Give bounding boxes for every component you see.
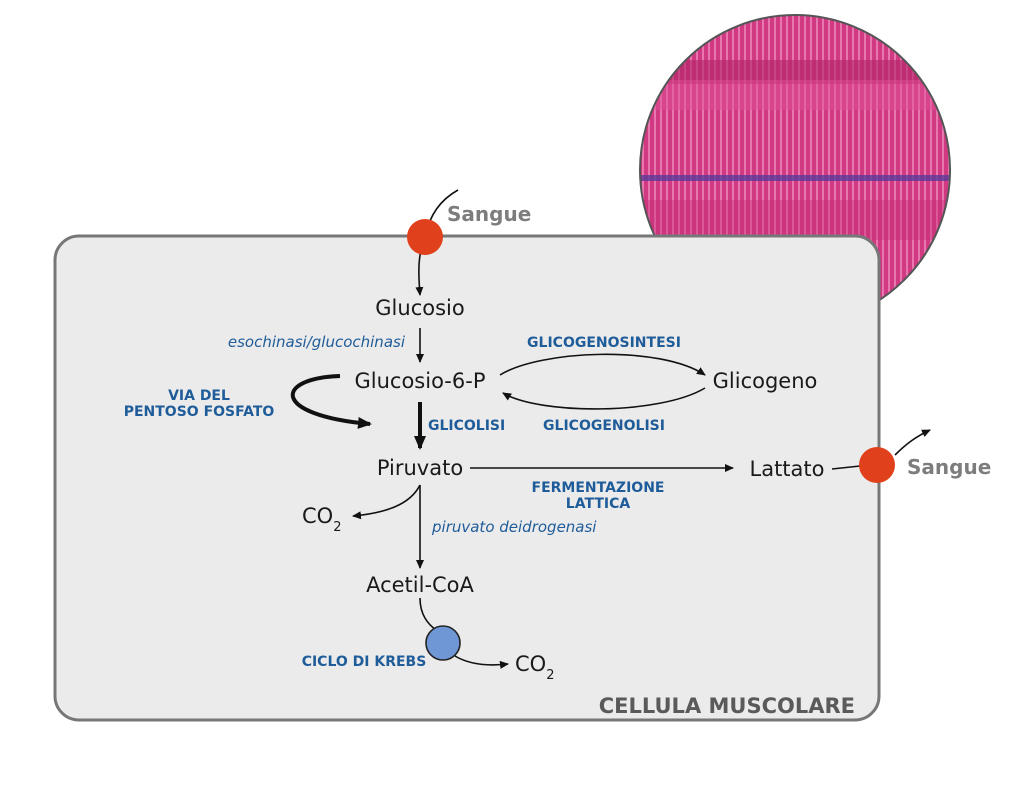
label-via-del: VIA DEL — [168, 388, 230, 404]
co2-2-sub: 2 — [546, 668, 554, 683]
cell-label: CELLULA MUSCOLARE — [599, 694, 855, 718]
node-acetil-coa: Acetil-CoA — [366, 573, 474, 597]
node-glicogeno: Glicogeno — [713, 369, 818, 393]
blood-out-label: Sangue — [907, 455, 991, 479]
label-glicolisi: GLICOLISI — [428, 418, 505, 434]
label-esochinasi: esochinasi/glucochinasi — [228, 333, 406, 351]
node-co2-krebs: CO2 — [515, 652, 554, 683]
arrow-blood-out — [894, 429, 931, 456]
arrow-pentoso-fosfato — [290, 374, 372, 429]
label-pentoso-fosfato: PENTOSO FOSFATO — [124, 404, 275, 420]
label-lattica: LATTICA — [566, 496, 631, 512]
label-glicogenolisi: GLICOGENOLISI — [543, 418, 665, 434]
node-glucosio-6-p: Glucosio-6-P — [354, 369, 485, 393]
co2-2-base: CO — [515, 652, 546, 676]
label-fermentazione: FERMENTAZIONE — [532, 480, 665, 496]
label-piruvato-deidrogenasi: piruvato deidrogenasi — [431, 518, 597, 536]
arrow-glicogenolisi — [502, 387, 706, 410]
label-ciclo-di-krebs: CICLO DI KREBS — [302, 654, 427, 670]
arrow-lattato-transporter — [831, 465, 861, 470]
label-glicogenosintesi: GLICOGENOSINTESI — [527, 335, 681, 351]
arrow-glicogenosintesi — [499, 353, 706, 376]
co2-1-sub: 2 — [333, 520, 341, 535]
transporter-out — [859, 447, 895, 483]
arrow-krebs-co2 — [454, 655, 509, 669]
node-glucosio: Glucosio — [375, 296, 464, 320]
node-lattato: Lattato — [750, 457, 825, 481]
krebs-cycle-circle — [425, 625, 461, 661]
arrow-piruvato-co2 — [352, 484, 421, 520]
co2-1-base: CO — [302, 504, 333, 528]
node-piruvato: Piruvato — [377, 456, 463, 480]
node-co2-pyruvate: CO2 — [302, 504, 341, 535]
transporter-in — [407, 219, 443, 255]
blood-in-label: Sangue — [447, 202, 531, 226]
